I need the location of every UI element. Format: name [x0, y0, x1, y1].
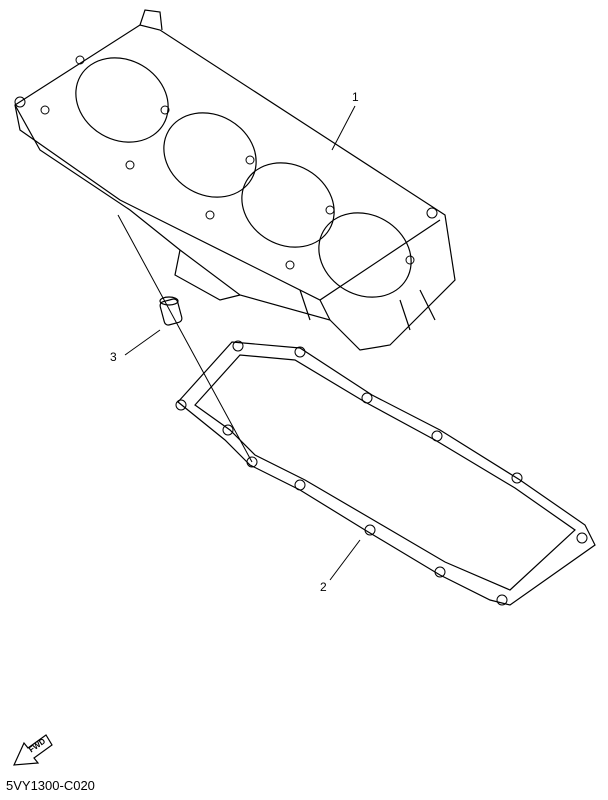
drawing-code: 5VY1300-C020	[6, 778, 95, 793]
cylinder-gasket	[175, 340, 596, 606]
callout-1: 1	[352, 90, 359, 104]
fwd-arrow-icon	[13, 734, 53, 766]
callout-2: 2	[320, 580, 327, 594]
leader-lines	[124, 105, 361, 581]
assembly-guide-line	[117, 214, 253, 463]
cylinder-block	[14, 9, 456, 351]
dowel-pin	[159, 296, 183, 326]
callout-3: 3	[110, 350, 117, 364]
